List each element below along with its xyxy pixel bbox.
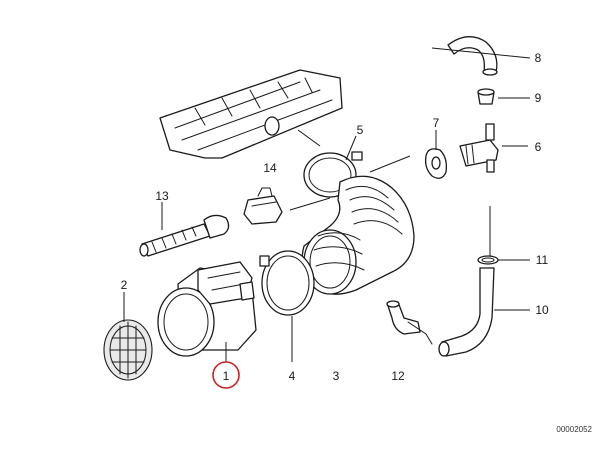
part-9-plug [477,88,495,105]
callout-12: 12 [391,369,405,383]
callout-6: 6 [535,140,542,154]
callout-1: 1 [223,369,230,383]
callout-9: 9 [535,91,542,105]
callout-14: 14 [263,161,277,175]
callout-13: 13 [155,189,169,203]
callout-5: 5 [357,123,364,137]
callout-7: 7 [433,116,440,130]
part-12-elbow-fitting [386,300,433,345]
part-4-large-clamp [259,250,315,316]
callout-2: 2 [121,278,128,292]
part-10-bent-pipe [438,267,495,357]
callout-1-highlight-circle [212,361,240,389]
part-2-mesh-filter [103,319,153,381]
part-8-curved-hose [447,36,498,76]
leader-lines [123,47,531,362]
document-id: 00002052 [556,425,592,434]
part-11-small-clamp [477,255,499,265]
intake-manifold [159,69,343,159]
part-1-air-mass-meter [157,261,257,357]
part-6-valve [459,123,499,173]
callout-11: 11 [536,253,549,267]
part-7-grommet [424,148,448,179]
part-14-connector [243,187,283,225]
part-13-sensor-hose [139,214,230,257]
callout-4: 4 [289,369,296,383]
callout-3: 3 [333,369,340,383]
callout-10: 10 [535,303,549,317]
callout-labels: 1 2 3 4 5 6 7 8 9 10 11 12 13 14 [121,51,549,383]
callout-8: 8 [535,51,542,65]
part-3-intake-boot [301,175,415,295]
